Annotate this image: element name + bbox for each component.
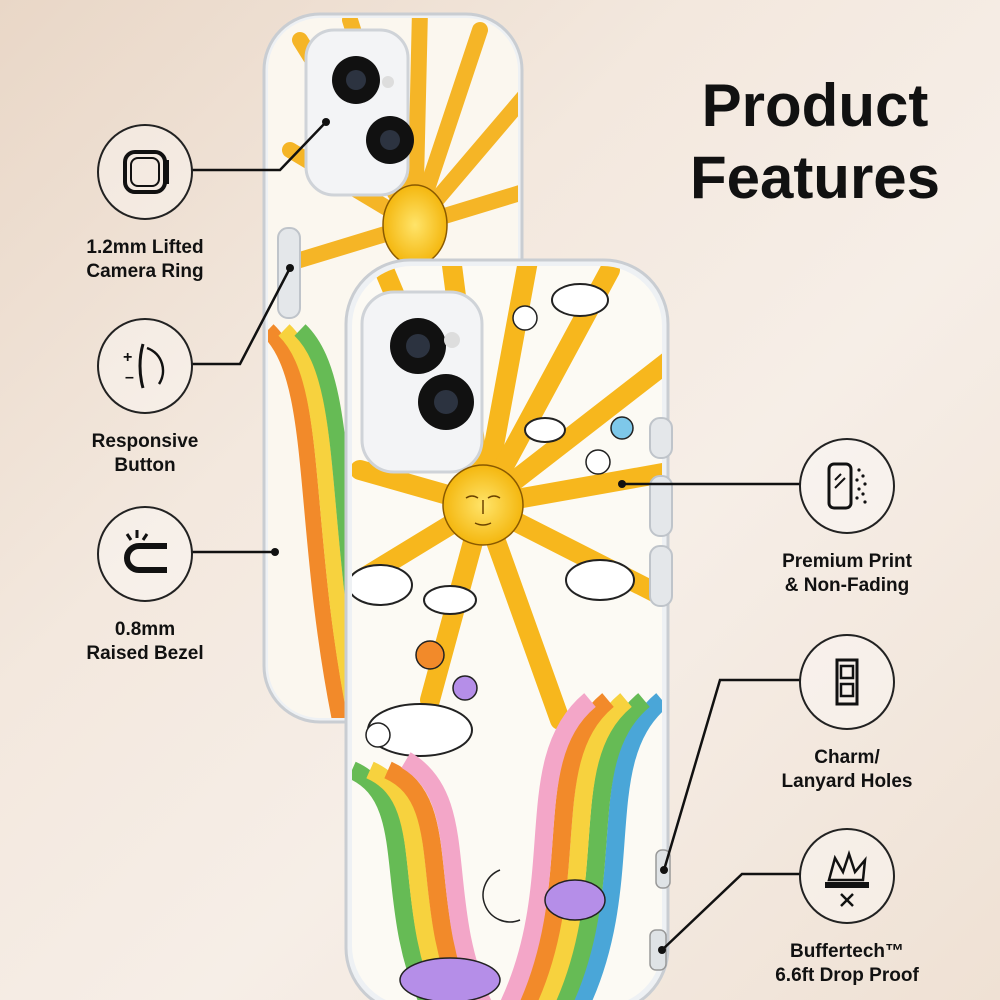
feature-label: Premium Print & Non-Fading [782, 551, 912, 596]
raised-bezel-icon [97, 506, 193, 602]
feature-drop-proof: Buffertech™ 6.6ft Drop Proof [752, 828, 942, 988]
feature-label: 0.8mm Raised Bezel [86, 619, 204, 664]
feature-label: Charm/ Lanyard Holes [781, 747, 913, 792]
callout-lines [192, 121, 800, 951]
print-quality-icon [799, 438, 895, 534]
callout-dots [271, 118, 668, 954]
drop-proof-icon [799, 828, 895, 924]
svg-text:–: – [125, 369, 134, 386]
feature-responsive-button: + – Responsive Button [55, 318, 235, 478]
svg-text:+: + [123, 349, 132, 366]
responsive-button-icon: + – [97, 318, 193, 414]
feature-camera-ring: 1.2mm Lifted Camera Ring [55, 124, 235, 284]
front-phone-case [344, 258, 673, 1000]
page-title: Product Features [650, 70, 980, 214]
feature-lanyard-holes: Charm/ Lanyard Holes [752, 634, 942, 794]
feature-premium-print: Premium Print & Non-Fading [752, 438, 942, 598]
feature-label: 1.2mm Lifted Camera Ring [86, 237, 204, 282]
lanyard-holes-icon [799, 634, 895, 730]
lifted-camera-ring-icon [97, 124, 193, 220]
title-line-2: Features [689, 144, 941, 211]
feature-raised-bezel: 0.8mm Raised Bezel [55, 506, 235, 666]
title-line-1: Product [701, 72, 929, 139]
feature-label: Buffertech™ 6.6ft Drop Proof [775, 941, 919, 986]
feature-label: Responsive Button [91, 431, 199, 476]
